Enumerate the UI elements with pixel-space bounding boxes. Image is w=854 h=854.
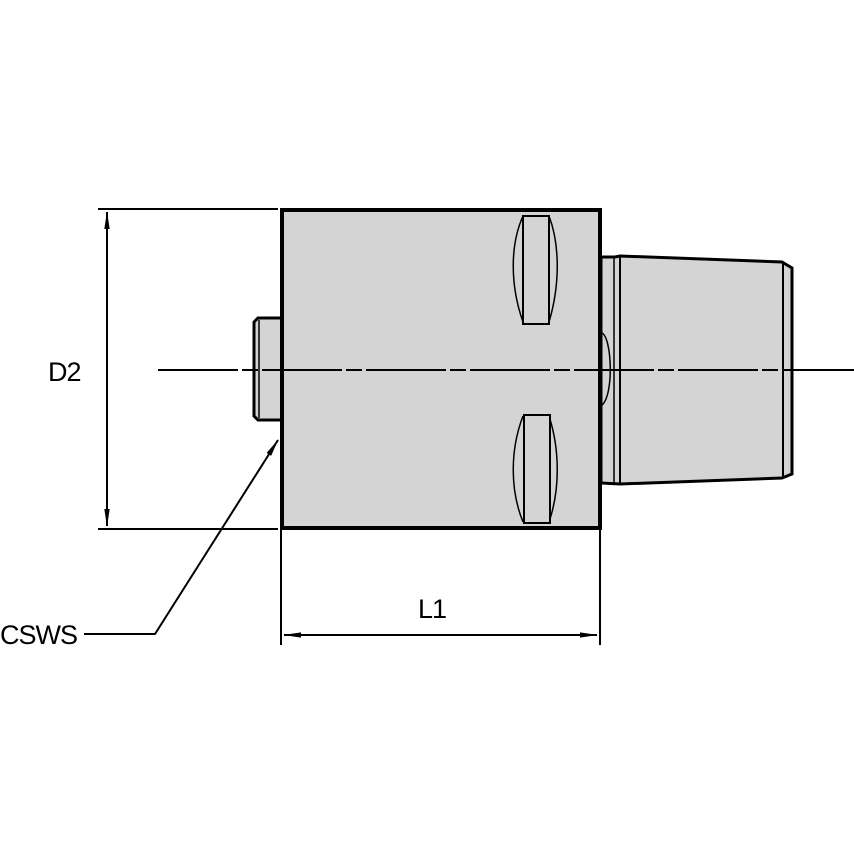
dimension-label-l1: L1: [418, 594, 446, 624]
dimension-label-d2: D2: [48, 357, 81, 387]
dimension-d2: D2: [48, 208, 278, 530]
dimension-l1: L1: [280, 530, 601, 645]
lower-key-slot: [512, 414, 558, 524]
callout-label-csws: CSWS: [0, 620, 77, 650]
callout-csws: CSWS: [0, 439, 279, 650]
upper-key-slot: [512, 215, 558, 325]
